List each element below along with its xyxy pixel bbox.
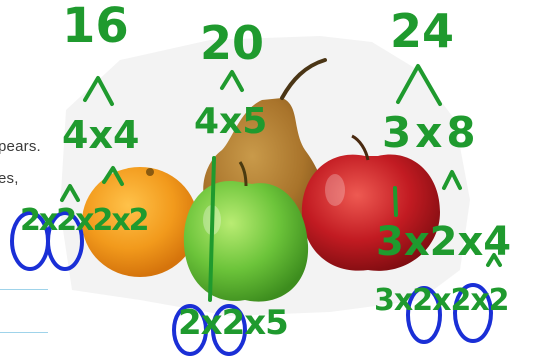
rule-line-1 <box>0 289 48 290</box>
tree-left-root: 16 <box>62 0 129 54</box>
tree-middle-level2: 2x2x5 <box>178 303 289 343</box>
tree-right-root: 24 <box>390 4 455 58</box>
tree-left-level1: 4x4 <box>62 113 140 157</box>
orange-icon <box>82 167 198 277</box>
blue-circle-marks <box>10 211 493 356</box>
tree-left-level2: 2x2x2x2 <box>20 203 150 238</box>
handwriting-strokes <box>60 64 502 302</box>
tree-middle-level1: 4x5 <box>194 101 268 142</box>
circle-mark <box>406 286 442 344</box>
tree-right-level3: 3x2x2x2 <box>374 283 510 318</box>
circle-mark <box>172 304 208 356</box>
rule-line-2 <box>0 332 48 333</box>
red-apple-icon <box>301 134 440 271</box>
tree-middle-root: 20 <box>200 16 265 70</box>
circle-mark <box>46 211 84 271</box>
circle-mark <box>211 304 247 356</box>
tree-right-level1: 3x8 <box>382 108 480 157</box>
cropped-text-line-2: es, <box>0 170 19 187</box>
cropped-text-line-1: pears. <box>0 138 41 155</box>
tree-right-level2: 3x2x4 <box>376 219 512 265</box>
circle-mark <box>453 283 493 343</box>
